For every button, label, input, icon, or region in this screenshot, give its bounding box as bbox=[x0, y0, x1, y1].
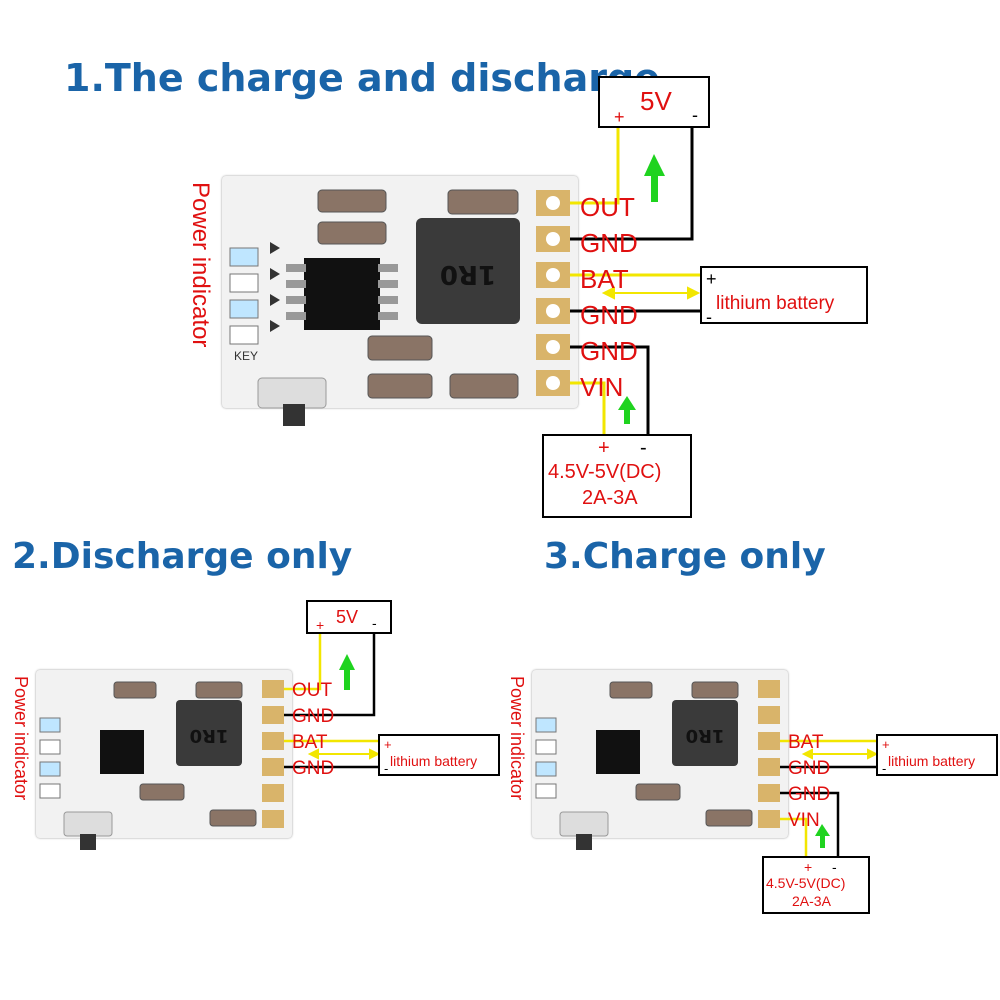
battery-minus: - bbox=[384, 761, 389, 776]
five-v-label: 5V bbox=[336, 607, 359, 627]
minus-sign: - bbox=[372, 615, 377, 631]
wire-vin-gnd bbox=[780, 791, 840, 860]
plus-sign: + bbox=[614, 107, 625, 127]
input-supply-box: + - 4.5V-5V(DC) 2A-3A bbox=[542, 434, 692, 518]
input-plus: + bbox=[804, 859, 813, 875]
ic-chip bbox=[596, 730, 640, 774]
input-voltage-label: 4.5V-5V(DC) bbox=[548, 461, 662, 483]
pin-pads bbox=[536, 190, 570, 396]
pin-gnd-3: GND bbox=[788, 784, 831, 805]
battery-box: lithium battery + - bbox=[700, 266, 868, 327]
pin-out: OUT bbox=[292, 680, 333, 701]
bidirectional-arrow bbox=[601, 286, 701, 300]
pin-pads bbox=[758, 680, 780, 828]
power-indicator-label: Power indicator bbox=[507, 676, 527, 801]
wires bbox=[780, 739, 876, 860]
battery-box: lithium battery + - bbox=[876, 734, 998, 776]
input-minus: - bbox=[832, 859, 837, 875]
inductor-label: 1R0 bbox=[686, 725, 725, 746]
battery-minus: - bbox=[882, 761, 887, 776]
battery-box: lithium battery + - bbox=[378, 734, 500, 776]
minus-sign: - bbox=[692, 105, 698, 125]
output-5v-box: 5V + - bbox=[598, 76, 710, 128]
inductor-label: 1R0 bbox=[190, 725, 229, 746]
pin-gnd-2: GND bbox=[788, 758, 831, 779]
output-5v-box: 5V + - bbox=[306, 600, 392, 634]
wires bbox=[570, 110, 700, 436]
key-button bbox=[559, 811, 609, 837]
battery-plus: + bbox=[706, 269, 717, 289]
input-current-label: 2A-3A bbox=[792, 893, 831, 909]
pin-gnd-1: GND bbox=[580, 228, 638, 258]
ic-chip bbox=[286, 258, 398, 330]
bidirectional-arrow bbox=[307, 748, 381, 760]
bidirectional-arrow bbox=[801, 748, 879, 760]
pin-vin: VIN bbox=[788, 810, 820, 831]
pin-bat: BAT bbox=[580, 264, 629, 294]
key-label: KEY bbox=[234, 349, 259, 363]
input-plus: + bbox=[598, 437, 610, 459]
plus-sign: + bbox=[316, 617, 325, 633]
inductor bbox=[672, 700, 738, 766]
input-supply-box: + - 4.5V-5V(DC) 2A-3A bbox=[762, 856, 870, 914]
wire-vin bbox=[570, 381, 606, 436]
title-charge-only: 3.Charge only bbox=[544, 536, 826, 577]
wire-out bbox=[570, 110, 620, 205]
inductor bbox=[176, 700, 242, 766]
green-arrow-up bbox=[339, 654, 355, 690]
wire-out bbox=[284, 630, 322, 691]
battery-plus: + bbox=[384, 737, 392, 752]
green-arrow-up bbox=[815, 824, 830, 848]
inductor-label: 1R0 bbox=[440, 259, 496, 289]
pin-gnd-3: GND bbox=[580, 336, 638, 366]
battery-minus: - bbox=[706, 307, 712, 327]
green-arrow-up bbox=[618, 154, 665, 424]
pin-pads bbox=[262, 680, 284, 828]
title-discharge-only: 2.Discharge only bbox=[12, 536, 353, 577]
wire-vin bbox=[780, 817, 808, 860]
pin-bat: BAT bbox=[788, 732, 824, 753]
pin-out: OUT bbox=[580, 192, 635, 222]
pin-gnd-1: GND bbox=[292, 706, 335, 727]
wire-out-gnd bbox=[570, 110, 694, 241]
battery-label: lithium battery bbox=[888, 753, 976, 769]
led-indicators bbox=[229, 242, 280, 345]
led-indicators bbox=[535, 717, 557, 799]
pin-gnd-2: GND bbox=[580, 300, 638, 330]
input-minus: - bbox=[640, 437, 647, 459]
ic-chip bbox=[100, 730, 144, 774]
inductor bbox=[416, 218, 520, 324]
wire-vin-gnd bbox=[570, 345, 650, 436]
five-v-label: 5V bbox=[640, 86, 672, 116]
title-charge-discharge: 1.The charge and discharge bbox=[64, 56, 660, 100]
pin-bat: BAT bbox=[292, 732, 328, 753]
led-indicators bbox=[39, 717, 61, 799]
capacitors bbox=[113, 681, 257, 827]
battery-label: lithium battery bbox=[390, 753, 478, 769]
battery-label: lithium battery bbox=[716, 293, 835, 314]
input-voltage-label: 4.5V-5V(DC) bbox=[766, 875, 846, 891]
wire-out-gnd bbox=[284, 630, 376, 717]
capacitors bbox=[317, 189, 519, 399]
pin-gnd-2: GND bbox=[292, 758, 335, 779]
capacitors bbox=[609, 681, 753, 827]
wires bbox=[284, 630, 378, 769]
battery-plus: + bbox=[882, 737, 890, 752]
pin-vin: VIN bbox=[580, 372, 624, 402]
input-current-label: 2A-3A bbox=[582, 487, 638, 509]
